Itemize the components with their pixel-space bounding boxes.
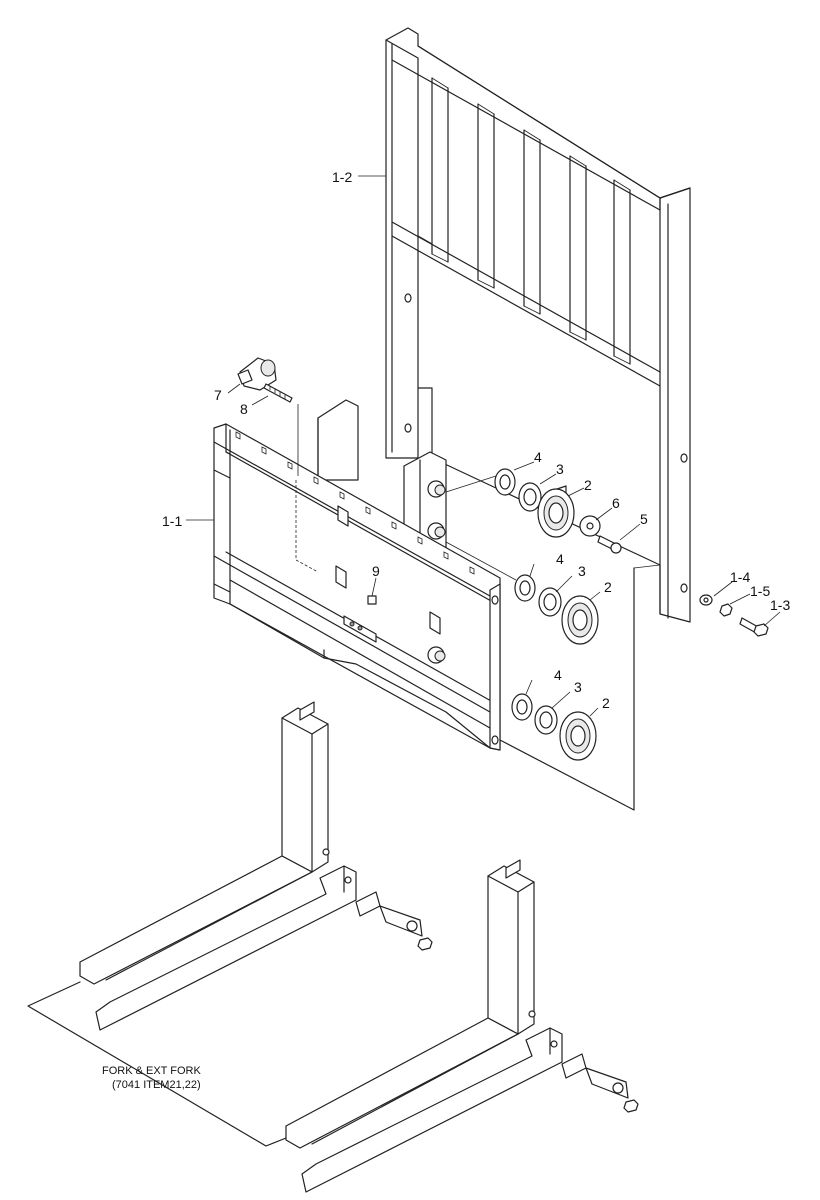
fork-carriage — [213, 399, 501, 751]
fork-left — [79, 701, 433, 1031]
callout-3-lower: 3 — [574, 679, 582, 695]
assembly-boundary-line — [499, 567, 635, 811]
fork-note-leader — [27, 981, 287, 1147]
callout-7: 7 — [214, 387, 222, 403]
callout-1-2: 1-2 — [332, 169, 352, 185]
callout-labels: 1-2 1-1 7 8 9 4 3 2 6 5 4 3 2 4 3 2 1-4 … — [102, 169, 790, 1091]
callout-1-4: 1-4 — [730, 569, 750, 585]
callout-4-upper: 4 — [534, 449, 542, 465]
callout-5: 5 — [640, 511, 648, 527]
fork-note-ref: (7041 ITEM21,22) — [112, 1079, 201, 1091]
fork-right — [285, 859, 639, 1193]
callout-4-lower: 4 — [554, 667, 562, 683]
fork-note-title: FORK & EXT FORK — [102, 1065, 201, 1077]
callout-9: 9 — [372, 563, 380, 579]
screw-part-8 — [263, 383, 293, 403]
hardware-1-4-1-5-1-3 — [699, 594, 769, 637]
callout-6: 6 — [612, 495, 620, 511]
roller-set-upper — [494, 468, 622, 554]
callout-2-upper: 2 — [584, 477, 592, 493]
roller-set-lower — [511, 693, 597, 761]
load-backrest — [385, 27, 691, 623]
callout-2-lower: 2 — [602, 695, 610, 711]
callout-8: 8 — [240, 401, 248, 417]
callout-1-3: 1-3 — [770, 597, 790, 613]
roller-set-middle — [514, 574, 599, 645]
leader-lines — [186, 175, 781, 717]
callout-1-5: 1-5 — [750, 583, 770, 599]
callout-2-middle: 2 — [604, 579, 612, 595]
callout-3-upper: 3 — [556, 461, 564, 477]
callout-1-1: 1-1 — [162, 513, 182, 529]
callout-3-middle: 3 — [578, 563, 586, 579]
callout-4-middle: 4 — [556, 551, 564, 567]
knob-part-7 — [237, 357, 277, 391]
